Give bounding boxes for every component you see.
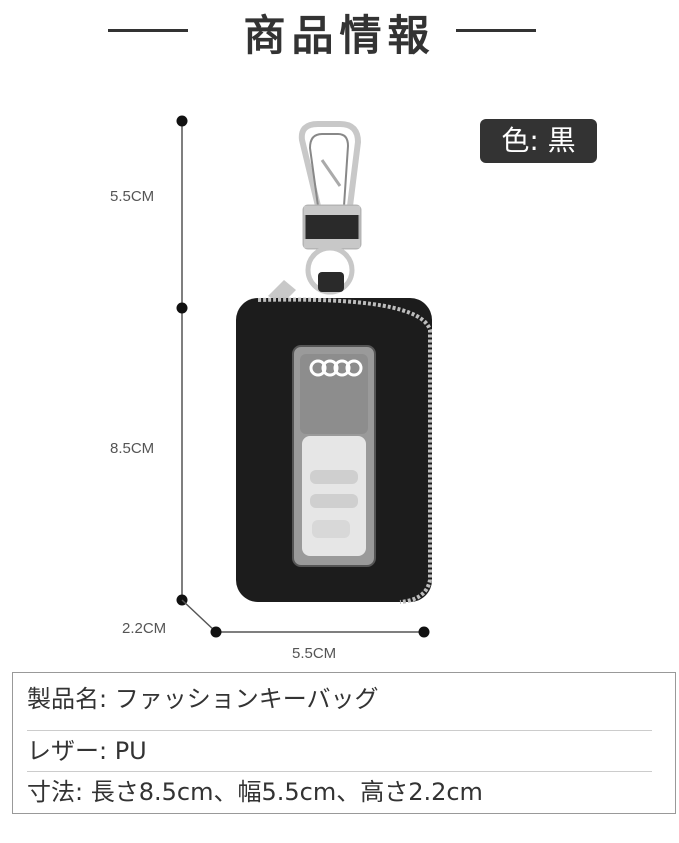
spec-divider-2 bbox=[27, 771, 652, 772]
spec-dimensions: 寸法: 長さ8.5cm、幅5.5cm、高さ2.2cm bbox=[27, 778, 483, 806]
title-left-rule bbox=[108, 29, 188, 32]
key-case-image bbox=[236, 121, 432, 604]
color-badge: 色: 黒 bbox=[480, 119, 597, 163]
spec-material: レザー: PU bbox=[27, 737, 147, 765]
spec-table: 製品名: ファッションキーバッグ レザー: PU 寸法: 長さ8.5cm、幅5.… bbox=[12, 672, 676, 814]
title-right-rule bbox=[456, 29, 536, 32]
spec-product-name: 製品名: ファッションキーバッグ bbox=[27, 685, 379, 713]
strap-cap-bottom bbox=[304, 239, 360, 248]
dimension-dot-width-right bbox=[418, 626, 430, 638]
depth-dimension-line bbox=[181, 599, 217, 633]
key-fob-logo-rings bbox=[309, 359, 363, 377]
dimension-dot-middle bbox=[176, 302, 188, 314]
depth-label: 2.2CM bbox=[122, 620, 167, 637]
dimension-dot-top bbox=[176, 115, 188, 127]
strap-cap-top bbox=[304, 206, 360, 215]
page-header: 商品情報 bbox=[0, 0, 679, 60]
spec-divider-1 bbox=[27, 730, 652, 731]
page-title: 商品情報 bbox=[243, 11, 436, 60]
key-fob-button-2 bbox=[310, 494, 358, 508]
body-height-label: 8.5CM bbox=[110, 440, 155, 457]
ring-tab bbox=[318, 272, 344, 292]
carabiner-gate bbox=[320, 159, 342, 187]
key-fob-button-3 bbox=[312, 520, 350, 538]
case-zipper bbox=[257, 297, 432, 604]
width-label: 5.5CM bbox=[292, 645, 337, 662]
hook-height-label: 5.5CM bbox=[110, 188, 155, 205]
carabiner-hook bbox=[298, 121, 362, 207]
product-diagram bbox=[176, 115, 432, 638]
key-fob-button-1 bbox=[310, 470, 358, 484]
carabiner-hook-inner bbox=[308, 133, 350, 207]
dimension-dot-width-left bbox=[210, 626, 222, 638]
